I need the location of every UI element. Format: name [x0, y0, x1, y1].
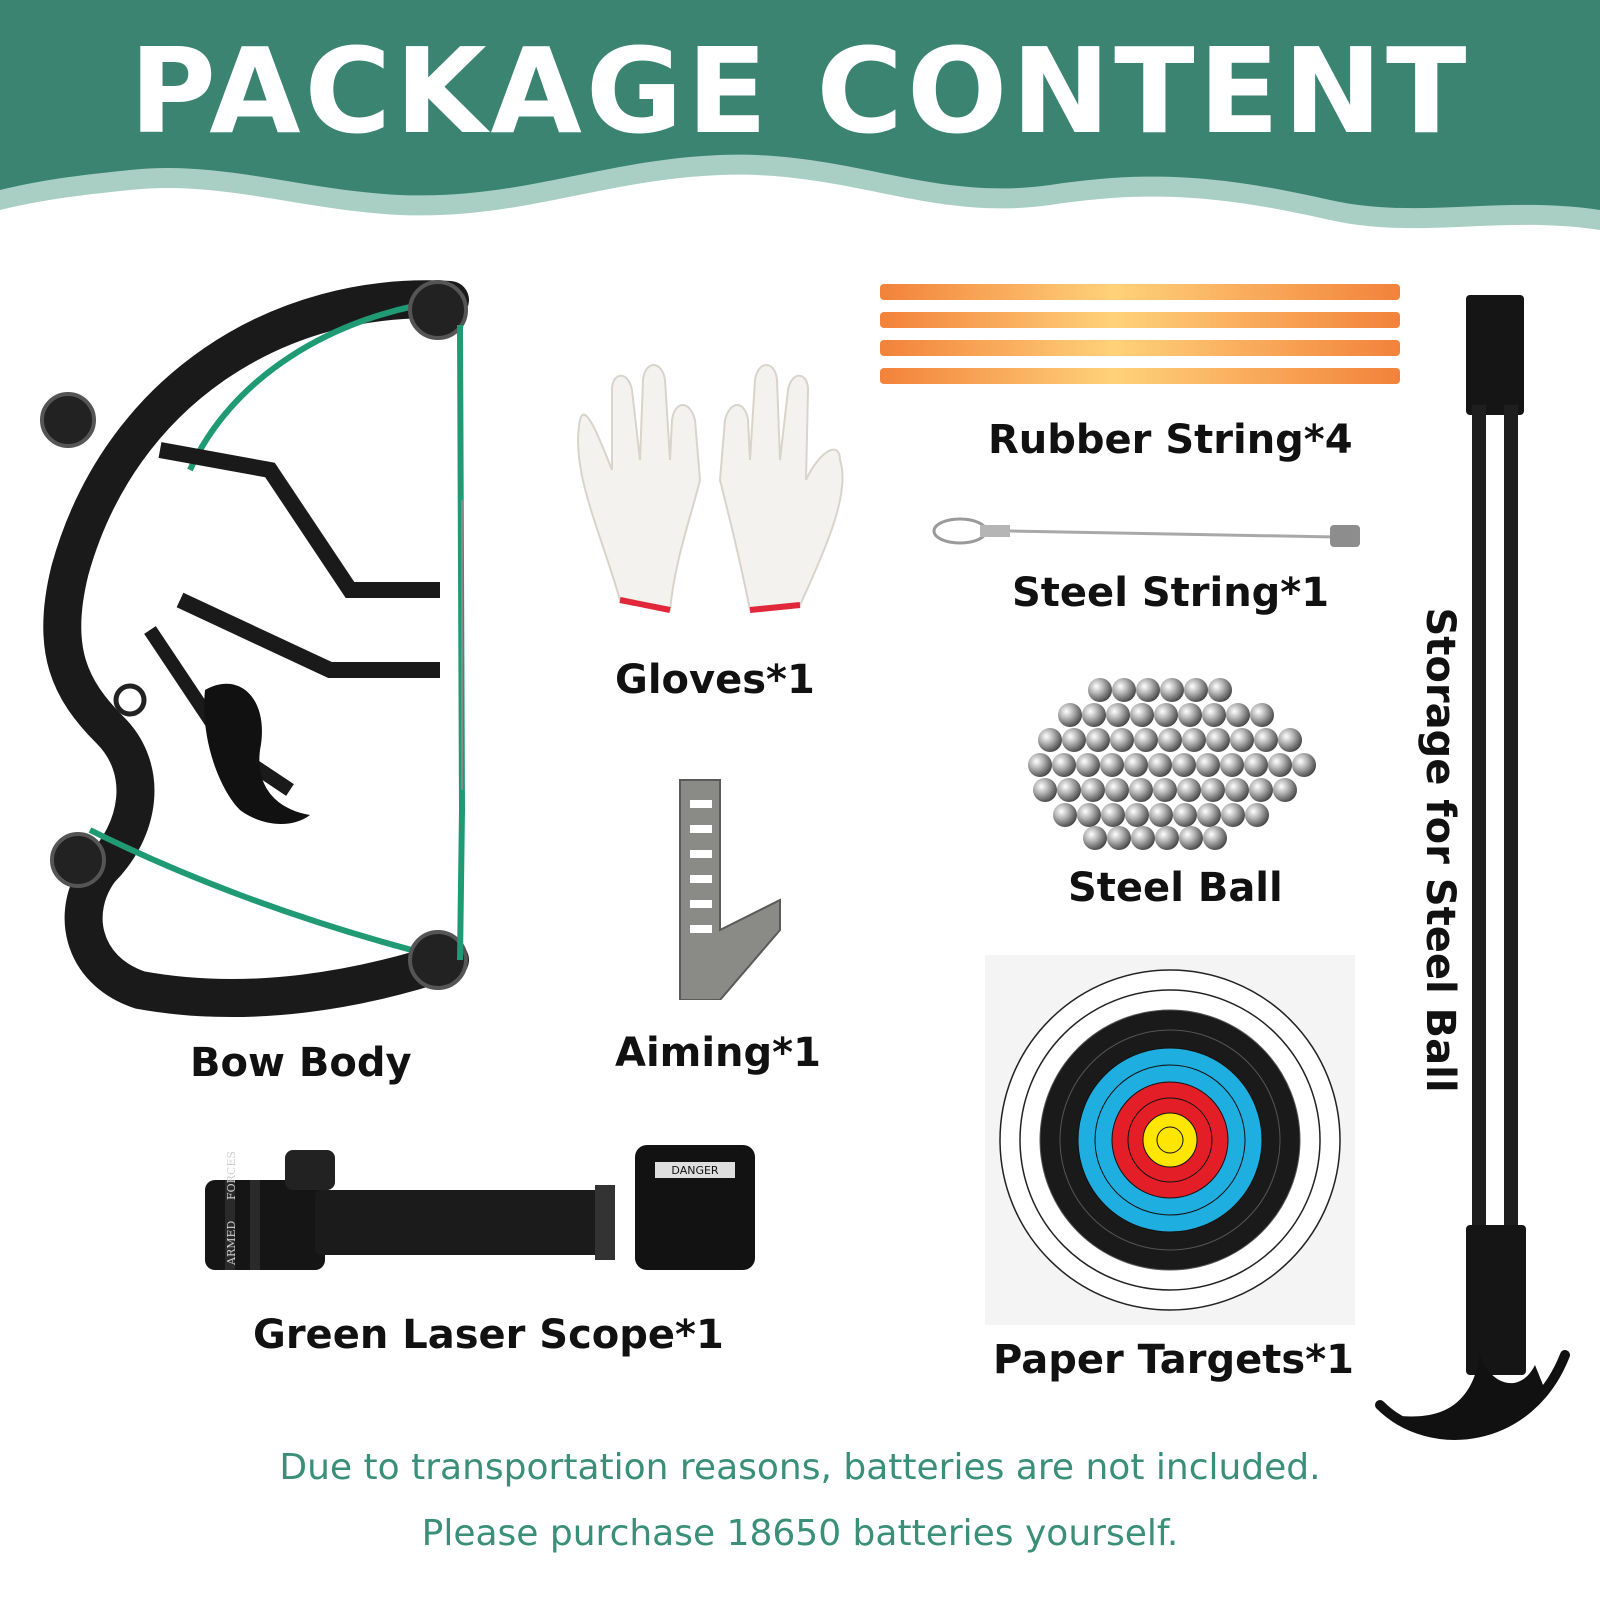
- bow-body-label: Bow Body: [190, 1040, 412, 1086]
- paper-targets-label: Paper Targets*1: [993, 1337, 1354, 1383]
- steel-ball: [1086, 728, 1110, 752]
- steel-ball: [1202, 703, 1226, 727]
- steel-ball: [1124, 753, 1148, 777]
- steel-ball: [1197, 803, 1221, 827]
- steel-ball: [1182, 728, 1206, 752]
- steel-ball: [1177, 778, 1201, 802]
- steel-ball: [1173, 803, 1197, 827]
- steel-ball: [1278, 728, 1302, 752]
- laser-warning-text: DANGER: [671, 1164, 719, 1177]
- laser-brand-left: FORCES: [225, 1151, 238, 1200]
- steel-ball: [1268, 753, 1292, 777]
- steel-ball: [1245, 803, 1269, 827]
- steel-ball: [1201, 778, 1225, 802]
- steel-ball: [1088, 678, 1112, 702]
- steel-ball: [1062, 728, 1086, 752]
- steel-ball: [1149, 803, 1173, 827]
- steel-ball: [1226, 703, 1250, 727]
- aiming-image: [660, 770, 800, 1001]
- storage-rod-image: [1370, 295, 1580, 1460]
- steel-ball: [1254, 728, 1278, 752]
- steel-ball: [1249, 778, 1273, 802]
- steel-ball: [1206, 728, 1230, 752]
- gloves-label: Gloves*1: [615, 657, 815, 703]
- battery-note-line-1: Due to transportation reasons, batteries…: [279, 1447, 1321, 1488]
- steel-ball: [1033, 778, 1057, 802]
- storage-label: Storage for Steel Ball: [1417, 607, 1463, 1093]
- steel-ball: [1172, 753, 1196, 777]
- steel-ball: [1153, 778, 1177, 802]
- steel-ball: [1106, 703, 1130, 727]
- green-laser-scope-label: Green Laser Scope*1: [253, 1312, 724, 1358]
- steel-ball: [1136, 678, 1160, 702]
- steel-ball: [1154, 703, 1178, 727]
- steel-ball: [1038, 728, 1062, 752]
- steel-ball: [1221, 803, 1245, 827]
- steel-ball: [1225, 778, 1249, 802]
- rubber-strings-image: [880, 280, 1400, 400]
- steel-ball: [1028, 753, 1052, 777]
- aiming-label: Aiming*1: [615, 1030, 821, 1076]
- steel-balls-image: [1020, 660, 1330, 860]
- banner-wave-shape: [0, 0, 1600, 230]
- steel-ball: [1158, 728, 1182, 752]
- steel-ball: [1178, 703, 1202, 727]
- laser-brand-right: ARMED: [225, 1220, 238, 1266]
- steel-ball: [1250, 703, 1274, 727]
- page-title: PACKAGE CONTENT: [129, 22, 1471, 160]
- steel-ball: [1244, 753, 1268, 777]
- storage-label-box: Storage for Steel Ball: [1417, 607, 1463, 1092]
- steel-ball: [1057, 778, 1081, 802]
- steel-ball: [1100, 753, 1124, 777]
- bow-body-image: [30, 270, 490, 1020]
- green-laser-scope-image: DANGER ARMED FORCES: [195, 1140, 765, 1300]
- steel-string-label: Steel String*1: [1012, 570, 1330, 616]
- header-banner: [0, 0, 1600, 250]
- steel-ball: [1208, 678, 1232, 702]
- steel-ball: [1125, 803, 1149, 827]
- steel-ball: [1160, 678, 1184, 702]
- steel-ball: [1101, 803, 1125, 827]
- steel-ball: [1220, 753, 1244, 777]
- steel-ball: [1052, 753, 1076, 777]
- steel-ball: [1203, 826, 1227, 850]
- steel-ball: [1077, 803, 1101, 827]
- paper-target-image: [985, 955, 1355, 1325]
- battery-note-line-2: Please purchase 18650 batteries yourself…: [421, 1513, 1179, 1554]
- steel-ball-label: Steel Ball: [1068, 865, 1283, 911]
- steel-ball: [1155, 826, 1179, 850]
- steel-ball: [1112, 678, 1136, 702]
- steel-ball: [1148, 753, 1172, 777]
- steel-ball: [1082, 703, 1106, 727]
- steel-ball: [1105, 778, 1129, 802]
- steel-ball: [1196, 753, 1220, 777]
- steel-ball: [1130, 703, 1154, 727]
- steel-ball: [1134, 728, 1158, 752]
- steel-ball: [1076, 753, 1100, 777]
- steel-ball: [1053, 803, 1077, 827]
- steel-ball: [1110, 728, 1134, 752]
- gloves-image: [540, 360, 880, 630]
- steel-ball: [1081, 778, 1105, 802]
- steel-ball: [1107, 826, 1131, 850]
- steel-ball: [1273, 778, 1297, 802]
- steel-ball: [1184, 678, 1208, 702]
- steel-ball: [1131, 826, 1155, 850]
- rubber-string-label: Rubber String*4: [988, 417, 1353, 463]
- steel-string-image: [930, 515, 1370, 555]
- steel-ball: [1058, 703, 1082, 727]
- steel-ball: [1129, 778, 1153, 802]
- steel-ball: [1179, 826, 1203, 850]
- steel-ball: [1292, 753, 1316, 777]
- steel-ball: [1230, 728, 1254, 752]
- steel-ball: [1083, 826, 1107, 850]
